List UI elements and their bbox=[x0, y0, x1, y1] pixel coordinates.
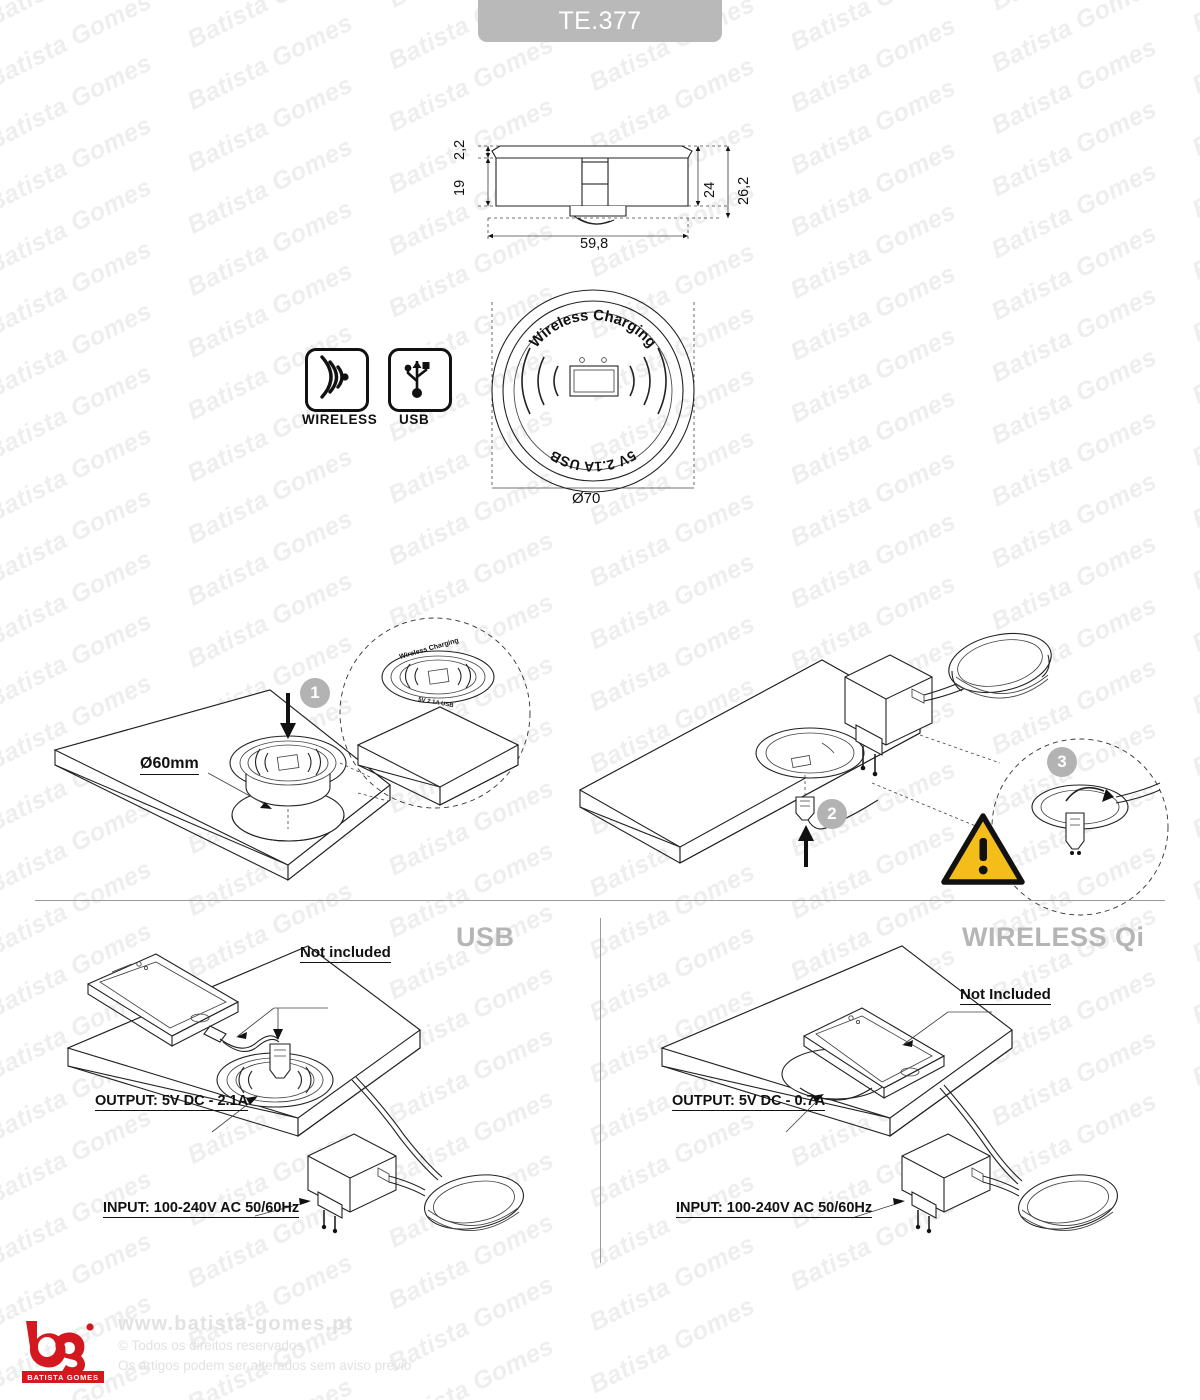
rights-notice: © Todos os direitos reservados. bbox=[118, 1338, 308, 1353]
wireless-feature-label: WIRELESS bbox=[302, 412, 378, 427]
wireless-not-included-label: Not Included bbox=[960, 986, 1051, 1005]
warning-triangle-icon bbox=[941, 813, 1025, 885]
dim-body-height: 19 bbox=[452, 179, 468, 196]
product-code-badge: TE.377 bbox=[478, 0, 722, 42]
svg-text:5V 2.1A USB: 5V 2.1A USB bbox=[547, 448, 639, 476]
top-view-label-usb: 5V 2.1A USB bbox=[547, 448, 639, 476]
wireless-feature-badge bbox=[305, 348, 369, 412]
wireless-usage-drawing bbox=[660, 945, 1118, 1234]
usb-panel-title: USB bbox=[456, 922, 515, 952]
dim-outer-diameter: Ø70 bbox=[572, 490, 601, 507]
dim-total-height: 26,2 bbox=[736, 176, 752, 205]
usb-output-callout: OUTPUT: 5V DC - 2.1A bbox=[95, 1093, 249, 1111]
change-notice: Os artigos podem ser alterados sem aviso… bbox=[118, 1357, 412, 1373]
wireless-waves-icon bbox=[320, 355, 349, 399]
dim-inner-height: 24 bbox=[702, 181, 718, 198]
section-divider-vertical bbox=[600, 918, 601, 1263]
hole-diameter-callout: Ø60mm bbox=[140, 755, 199, 775]
step-badge-1: 1 bbox=[300, 678, 330, 708]
page-footer: BATISTA GOMES www.batista-gomes.pt © Tod… bbox=[0, 1305, 1200, 1400]
step1-installation-drawing: Wireless Charging 5V 2.1A USB bbox=[53, 617, 531, 882]
usb-usage-drawing bbox=[66, 945, 524, 1234]
logo-subtitle: BATISTA GOMES bbox=[22, 1371, 104, 1383]
batista-gomes-logo-icon bbox=[26, 1321, 94, 1371]
step-badge-2: 2 bbox=[817, 799, 847, 829]
usb-trident-icon bbox=[404, 361, 430, 398]
step-badge-3: 3 bbox=[1047, 747, 1077, 777]
dim-flange-thickness: 2,2 bbox=[452, 139, 468, 160]
product-code-text: TE.377 bbox=[558, 6, 642, 35]
website-url[interactable]: www.batista-gomes.pt bbox=[118, 1313, 354, 1335]
usb-feature-badge bbox=[388, 348, 452, 412]
top-view-drawing: Wireless Charging 5V 2.1A USB bbox=[491, 289, 695, 493]
wireless-panel-title: WIRELESS Qi bbox=[962, 922, 1145, 952]
usb-not-included-label: Not included bbox=[300, 944, 391, 963]
section-divider-horizontal bbox=[35, 900, 1165, 901]
wireless-input-callout: INPUT: 100-240V AC 50/60Hz bbox=[676, 1200, 873, 1218]
step2-installation-drawing bbox=[578, 633, 1169, 916]
usb-input-callout: INPUT: 100-240V AC 50/60Hz bbox=[103, 1200, 300, 1218]
wireless-output-callout: OUTPUT: 5V DC - 0.7A bbox=[672, 1093, 826, 1111]
side-view-drawing bbox=[478, 145, 731, 240]
usb-feature-label: USB bbox=[399, 412, 430, 427]
dim-flange-diameter: 59,8 bbox=[580, 236, 609, 252]
